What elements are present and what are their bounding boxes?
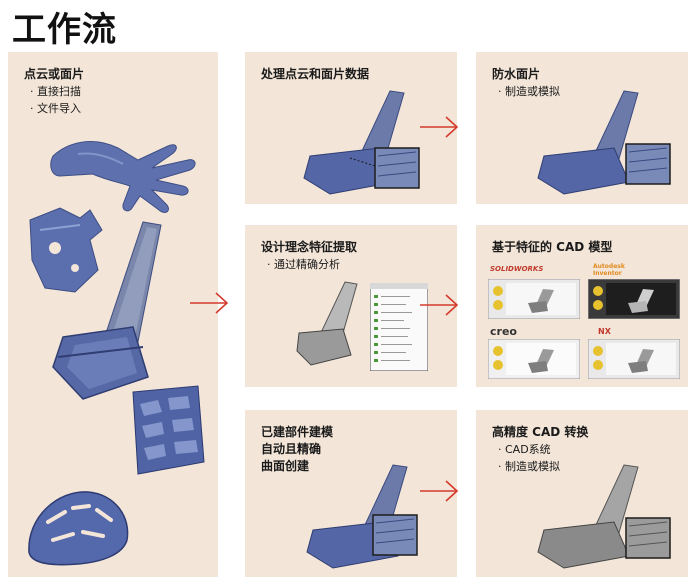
panel-heading: 处理点云和面片数据 [261,67,370,81]
logo-nx: NX [598,327,611,336]
heading-line: 自动且精确 [261,442,322,456]
bullet-file-import: · 文件导入 [30,102,81,115]
panel-heading: 基于特征的 CAD 模型 [492,240,613,254]
nx-screenshot [588,339,680,379]
logo-autodesk-inventor: Autodesk Inventor [593,263,625,277]
cad-blade-image [537,464,671,569]
panel-heading: 防水面片 [492,67,541,81]
watertight-blade-image [537,90,671,195]
gray-blade-image [296,281,358,366]
logo-creo: creo [490,325,517,338]
helmet-scan-image [28,491,129,566]
panel-point-cloud: 点云或面片 · 直接扫描 · 文件导入 [8,52,218,577]
panel-hp-cad: 高精度 CAD 转换 · CAD系统 · 制造或模拟 [476,410,688,577]
panel-built-model: 已建部件建模 自动且精确 曲面创建 [245,410,457,577]
panel-process-data: 处理点云和面片数据 [245,52,457,204]
solidworks-screenshot [488,279,580,319]
bullet-direct-scan: · 直接扫描 [30,85,81,98]
panel-design-intent: 设计理念特征提取 · 通过精确分析 [245,225,457,387]
turbine-blade-scan-image [52,221,162,400]
arrow-right-icon [190,292,229,314]
arrow-right-icon [420,294,459,316]
arrow-right-icon [420,480,459,502]
bullet-manufacture-simulate: · 制造或模拟 [498,85,560,98]
panel-heading: 设计理念特征提取 [261,240,358,254]
panel-heading: 高精度 CAD 转换 [492,425,589,439]
page-title: 工作流 [12,10,117,50]
bullet-manufacture-simulate: · 制造或模拟 [498,460,560,473]
feature-tree-window [370,283,428,371]
panel-heading: 点云或面片 [24,67,85,81]
bullet-precise-analysis: · 通过精确分析 [267,258,340,271]
inventor-screenshot [588,279,680,319]
blade-scan-image [303,90,420,195]
panel-heading-group: 已建部件建模 自动且精确 曲面创建 [261,424,333,475]
panel-feature-cad: 基于特征的 CAD 模型 SOLIDWORKS Autodesk Invento… [476,225,688,387]
tread-scan-image [132,385,205,475]
arrow-right-icon [420,116,459,138]
bullet-cad-system: · CAD系统 [498,443,551,456]
creo-screenshot [488,339,580,379]
heading-line: 曲面创建 [261,459,310,473]
logo-solidworks: SOLIDWORKS [490,265,544,273]
panel-watertight-mesh: 防水面片 · 制造或模拟 [476,52,688,204]
surfaced-blade-image [306,464,418,569]
bracket-scan-image [29,207,103,293]
hand-scan-image [50,141,196,213]
heading-line: 已建部件建模 [261,425,334,439]
